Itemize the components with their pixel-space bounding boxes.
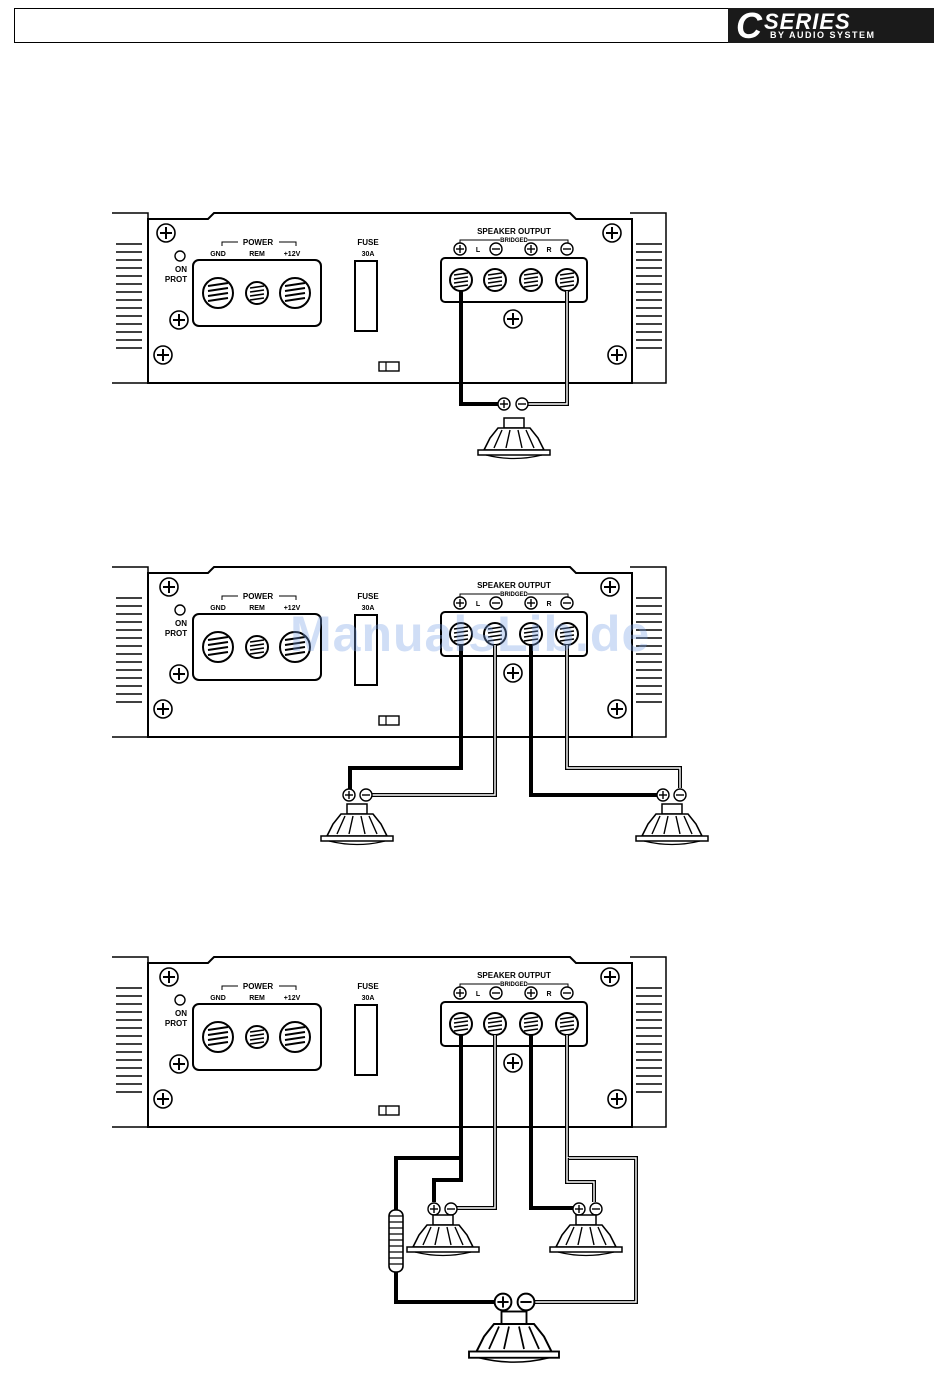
bridged-label: BRIDGED <box>500 238 528 244</box>
bridged-label: BRIDGED <box>500 592 528 598</box>
power-label: POWER <box>243 592 273 601</box>
tri-mode-diagram: ON PROT POWER GND REM +12V FUSE 30A SPEA… <box>0 744 950 1383</box>
fuse-label: FUSE <box>357 982 379 991</box>
speaker-center <box>469 1312 559 1363</box>
right-label: R <box>546 991 551 998</box>
gnd-label: GND <box>210 995 226 1002</box>
gnd-label: GND <box>210 251 226 258</box>
fuse-rating: 30A <box>362 995 375 1002</box>
prot-label: PROT <box>165 629 187 638</box>
bridged-label: BRIDGED <box>500 982 528 988</box>
on-label: ON <box>175 1009 187 1018</box>
speaker-output-label: SPEAKER OUTPUT <box>477 227 551 236</box>
speaker-output-label: SPEAKER OUTPUT <box>477 581 551 590</box>
watermark: ManualsLib.de <box>290 605 650 663</box>
plus12v-label: +12V <box>284 251 301 258</box>
rem-label: REM <box>249 995 265 1002</box>
gnd-label: GND <box>210 605 226 612</box>
fuse-label: FUSE <box>357 238 379 247</box>
amplifier-panel: ON PROT POWER GND REM +12V FUSE 30A SPEA… <box>112 957 666 1127</box>
plus12v-label: +12V <box>284 995 301 1002</box>
fuse-rating: 30A <box>362 251 375 258</box>
power-label: POWER <box>243 982 273 991</box>
prot-label: PROT <box>165 275 187 284</box>
rem-label: REM <box>249 605 265 612</box>
speaker-left <box>407 1215 479 1256</box>
right-label: R <box>546 247 551 254</box>
on-label: ON <box>175 619 187 628</box>
rem-label: REM <box>249 251 265 258</box>
power-label: POWER <box>243 238 273 247</box>
speaker-right <box>550 1215 622 1256</box>
speaker-output-label: SPEAKER OUTPUT <box>477 971 551 980</box>
fuse-label: FUSE <box>357 592 379 601</box>
on-label: ON <box>175 265 187 274</box>
inductor-coil <box>389 1210 403 1272</box>
left-label: L <box>476 991 481 998</box>
left-label: L <box>476 247 481 254</box>
prot-label: PROT <box>165 1019 187 1028</box>
